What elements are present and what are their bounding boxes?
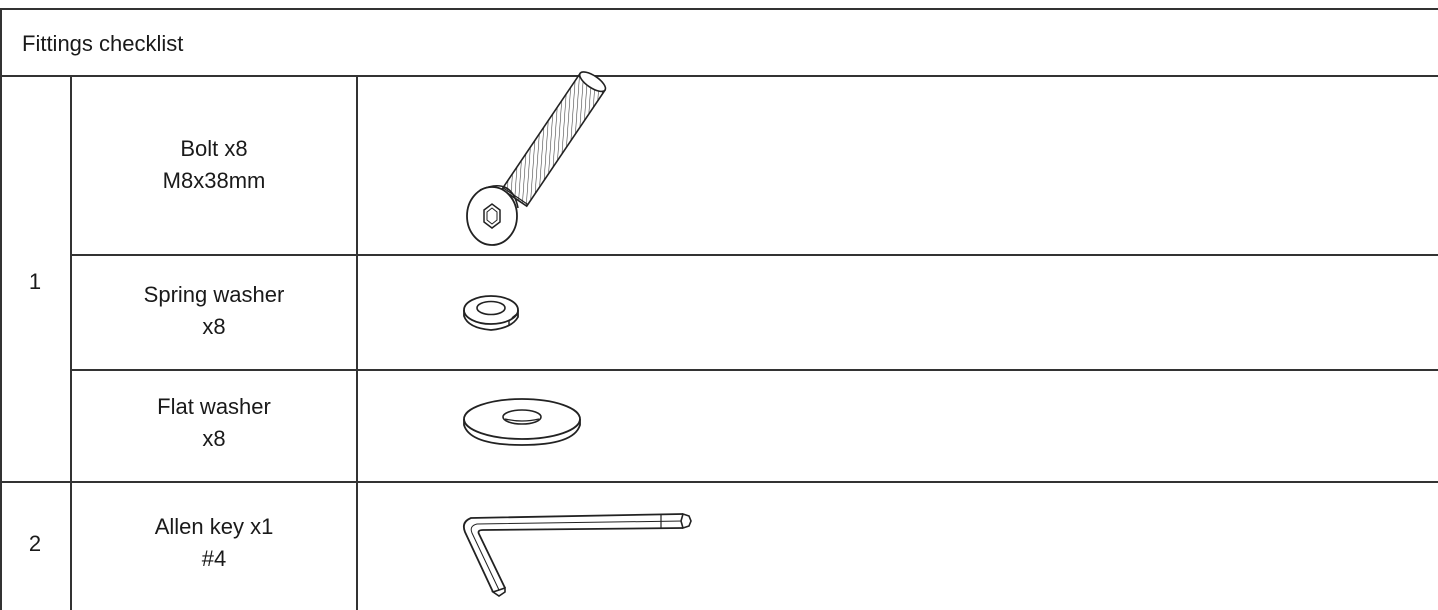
item-name: Flat washer [157, 394, 271, 419]
item-name: Spring washer [143, 282, 285, 307]
table-border-left [0, 8, 2, 610]
item-name: Bolt x8 [180, 136, 248, 161]
allen-key-icon [455, 502, 695, 604]
flat-washer-icon [460, 397, 586, 449]
spring-washer-icon [462, 290, 524, 334]
column-divider-number [70, 76, 72, 610]
item-detail: x8 [202, 426, 226, 451]
item-name: Allen key x1 [154, 514, 274, 539]
bolt-icon [440, 71, 680, 250]
group-divider [0, 481, 1438, 483]
item-detail: #4 [201, 546, 227, 571]
item-label-flat-washer: Flat washer x8 [72, 391, 356, 455]
item-label-allen-key: Allen key x1 #4 [72, 511, 356, 575]
row-divider-bolt [71, 254, 1438, 256]
column-divider-description [356, 76, 358, 610]
item-detail: x8 [202, 314, 226, 339]
row-divider-spring-washer [71, 369, 1438, 371]
group-number: 2 [28, 531, 42, 556]
table-border-top [0, 8, 1438, 10]
item-detail: M8x38mm [162, 168, 266, 193]
page-title: Fittings checklist [22, 31, 184, 56]
header-divider [0, 75, 1438, 77]
group-number: 1 [28, 269, 42, 294]
item-label-spring-washer: Spring washer x8 [72, 279, 356, 343]
item-label-bolt: Bolt x8 M8x38mm [72, 133, 356, 197]
